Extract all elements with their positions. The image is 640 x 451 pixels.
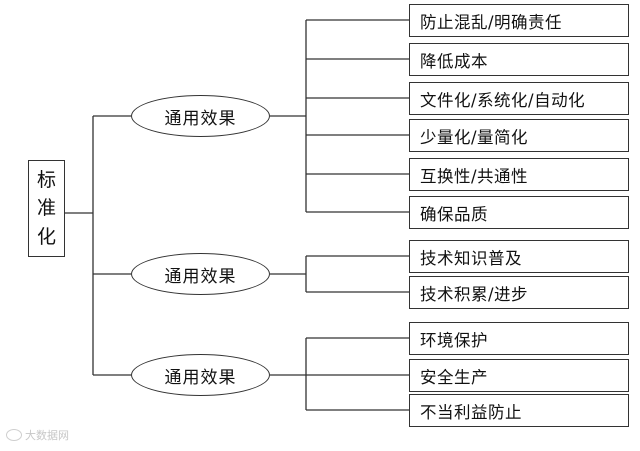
leaf-node: 安全生产 (409, 359, 629, 392)
root-node: 标 准 化 (28, 160, 65, 257)
leaf-node: 技术知识普及 (409, 240, 629, 273)
branch-node-2: 通用效果 (131, 253, 270, 295)
leaf-node: 技术积累/进步 (409, 276, 629, 309)
leaf-node: 降低成本 (409, 43, 629, 76)
leaf-node: 确保品质 (409, 196, 629, 229)
leaf-node: 环境保护 (409, 322, 629, 355)
leaf-node: 防止混乱/明确责任 (409, 4, 629, 37)
root-char: 化 (36, 225, 56, 248)
watermark: 大数据网 (6, 427, 69, 443)
leaf-node: 少量化/量简化 (409, 119, 629, 152)
leaf-node: 文件化/系统化/自动化 (409, 82, 629, 115)
logo-icon (6, 429, 22, 441)
root-char: 准 (36, 197, 56, 219)
watermark-text: 大数据网 (25, 429, 69, 442)
leaf-node: 不当利益防止 (409, 394, 629, 427)
leaf-node: 互换性/共通性 (409, 158, 629, 191)
branch-node-3: 通用效果 (131, 354, 270, 396)
branch-node-1: 通用效果 (131, 95, 270, 137)
root-char: 标 (36, 168, 56, 191)
